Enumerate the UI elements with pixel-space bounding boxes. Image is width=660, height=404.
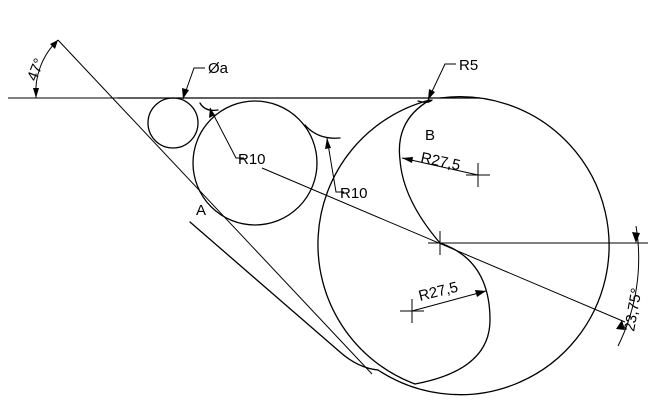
upper-crescent-arc — [398, 99, 441, 244]
diameter-a-leader — [182, 67, 205, 100]
inclined-tangent-line — [57, 39, 373, 375]
r10-left-arrow — [209, 108, 215, 118]
r10-mid-arrow — [325, 138, 331, 149]
angle-2375-arc — [617, 225, 640, 347]
angle-2375-arrow-bottom — [616, 320, 625, 330]
angle-47-arrow-top — [50, 40, 58, 49]
small-circle-diameter-a — [147, 97, 199, 149]
angle-47-label: 47° — [24, 56, 48, 83]
r27-upper-label: R27,5 — [419, 149, 462, 174]
large-outer-arc — [377, 95, 610, 396]
diameter-a-arrow — [182, 88, 189, 99]
r27-upper-leader — [401, 157, 479, 176]
r10-mid-leader — [326, 137, 344, 193]
fillet-r10-mid — [304, 124, 341, 139]
r10-left-leader — [209, 107, 244, 159]
angle-2375-label: 23,75° — [621, 287, 645, 333]
diameter-a-label: Øa — [208, 60, 229, 77]
inner-large-arc — [317, 99, 431, 385]
fillet-r5 — [417, 99, 433, 103]
lower-tangent-line — [189, 221, 379, 371]
angle-47-arrow-bottom — [33, 88, 39, 98]
r10-left-label: R10 — [238, 151, 266, 168]
r27-lower-arrow — [475, 290, 486, 297]
r5-leader — [427, 63, 456, 101]
r5-label: R5 — [459, 57, 478, 74]
point-b-label: B — [425, 127, 435, 144]
point-a-label: A — [196, 202, 206, 219]
r27-lower-label: R27,5 — [417, 279, 460, 305]
angle-2375-arrow-top — [632, 232, 640, 243]
r27-lower-leader — [411, 290, 487, 312]
center-line-23-75 — [261, 167, 626, 323]
r5-arrow — [428, 89, 435, 100]
lower-crescent-arc — [414, 242, 491, 385]
r27-upper-arrow — [402, 157, 413, 163]
middle-circle — [192, 100, 318, 226]
center-mark-main — [428, 231, 452, 255]
r10-mid-label: R10 — [340, 185, 368, 202]
fillet-r10-left — [199, 102, 219, 111]
